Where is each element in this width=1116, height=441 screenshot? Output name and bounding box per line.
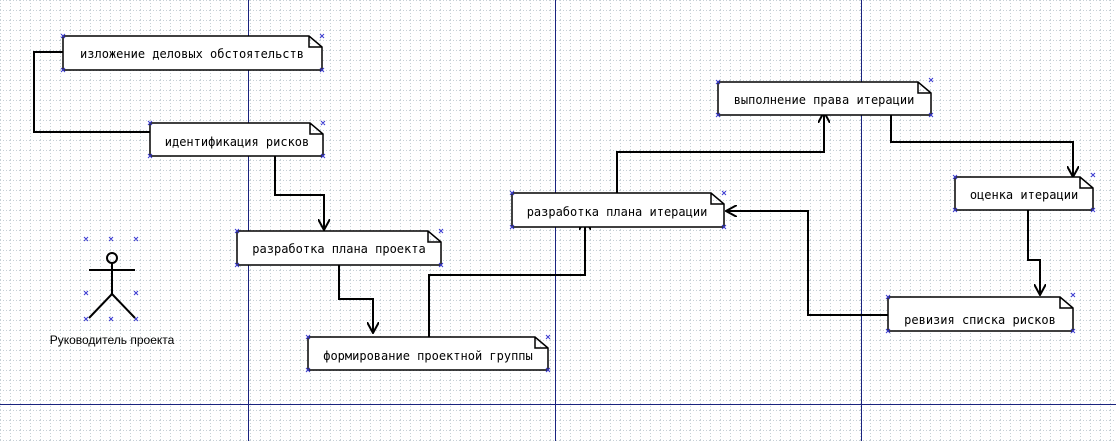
note-n5[interactable]: разработка плана итерации (511, 192, 725, 228)
note-n1-label: изложение деловых обстоятельств (80, 47, 304, 61)
note-n8-label: ревизия списка рисков (904, 313, 1056, 327)
connectors (33, 51, 1073, 337)
note-n6-label: выполнение права итерации (734, 93, 915, 107)
note-n7-label: оценка итерации (970, 188, 1078, 202)
note-n7[interactable]: оценка итерации (954, 176, 1094, 211)
actor-project-manager[interactable]: Руководитель проекта (50, 252, 175, 347)
note-n4-label: формирование проектной группы (323, 349, 533, 363)
note-n3-label: разработка плана проекта (252, 242, 425, 256)
connector-n5-n6[interactable] (616, 112, 824, 193)
actor-figure-icon (88, 252, 136, 319)
connector-n6-n7[interactable] (890, 115, 1073, 177)
note-n3[interactable]: разработка плана проекта (236, 230, 442, 266)
note-n2[interactable]: идентификация рисков (149, 122, 324, 157)
connector-n2-n3[interactable] (274, 156, 324, 230)
actor-label: Руководитель проекта (50, 333, 175, 347)
connector-n7-n8[interactable] (1027, 210, 1040, 295)
connector-n4-n5[interactable] (428, 219, 585, 337)
note-n6[interactable]: выполнение права итерации (717, 81, 932, 116)
note-n2-label: идентификация рисков (165, 135, 310, 149)
selection-handles (60, 33, 1096, 373)
connector-n3-n4[interactable] (338, 265, 373, 333)
connector-n8-n5[interactable] (726, 211, 888, 316)
note-n1[interactable]: изложение деловых обстоятельств (62, 35, 323, 71)
note-n8[interactable]: ревизия списка рисков (887, 296, 1074, 332)
note-n4[interactable]: формирование проектной группы (307, 336, 549, 371)
note-n5-label: разработка плана итерации (527, 205, 708, 219)
